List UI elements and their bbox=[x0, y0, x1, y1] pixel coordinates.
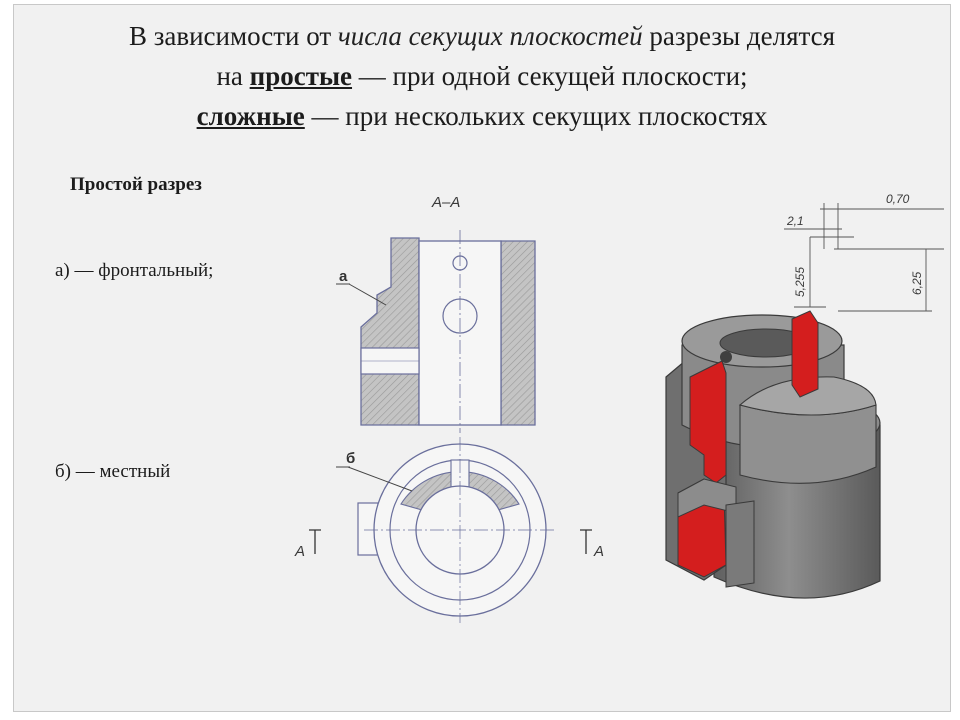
leader-label-b: б bbox=[346, 450, 355, 467]
front-section-view: а bbox=[336, 230, 536, 433]
item-local: б) — местный bbox=[55, 461, 171, 482]
section-title: А–А bbox=[431, 194, 460, 211]
isometric-model bbox=[665, 310, 881, 599]
dimension-d2: 0,70 bbox=[886, 192, 910, 206]
heading-text: разрезы делятся bbox=[642, 21, 836, 51]
cut-mark-left-icon bbox=[309, 529, 321, 554]
heading-italic-term: числа секущих плоскостей bbox=[337, 21, 643, 51]
heading-text: — при нескольких секущих плоскостях bbox=[304, 101, 768, 131]
hatched-wall-left bbox=[360, 237, 420, 426]
subtitle: Простой разрез bbox=[70, 174, 202, 195]
lower-tab bbox=[725, 500, 755, 588]
heading-line-1: В зависимости от числа секущих плоскосте… bbox=[14, 19, 950, 53]
front-sector-top bbox=[738, 376, 877, 416]
heading-line-3: сложные — при нескольких секущих плоскос… bbox=[14, 99, 950, 133]
hatched-wall-right bbox=[500, 240, 536, 426]
heading-line-2: на простые — при одной секущей плоскости… bbox=[14, 59, 950, 93]
dimension-d3: 5,255 bbox=[793, 267, 807, 297]
ring-hole bbox=[720, 351, 732, 363]
heading-text: — при одной секущей плоскости; bbox=[352, 61, 748, 91]
dimension-d4: 6,25 bbox=[910, 271, 924, 295]
leader-label-a: а bbox=[339, 268, 348, 285]
heading-text: на bbox=[216, 61, 250, 91]
slide: В зависимости от числа секущих плоскосте… bbox=[13, 4, 951, 712]
cut-mark-left: А bbox=[294, 543, 305, 560]
technical-drawing: А–А а bbox=[294, 192, 944, 623]
dimensions bbox=[784, 203, 944, 312]
cut-mark-right: А bbox=[593, 543, 604, 560]
item-frontal: а) — фронтальный; bbox=[55, 260, 214, 281]
front-sector bbox=[739, 404, 877, 484]
term-simple: простые bbox=[249, 61, 353, 91]
dimension-d1: 2,1 bbox=[786, 214, 804, 228]
red-section-upper bbox=[791, 310, 819, 398]
top-view: б А А bbox=[294, 437, 604, 623]
heading-text: В зависимости от bbox=[128, 21, 338, 51]
cut-mark-right-icon bbox=[580, 529, 592, 554]
term-complex: сложные bbox=[196, 101, 305, 131]
